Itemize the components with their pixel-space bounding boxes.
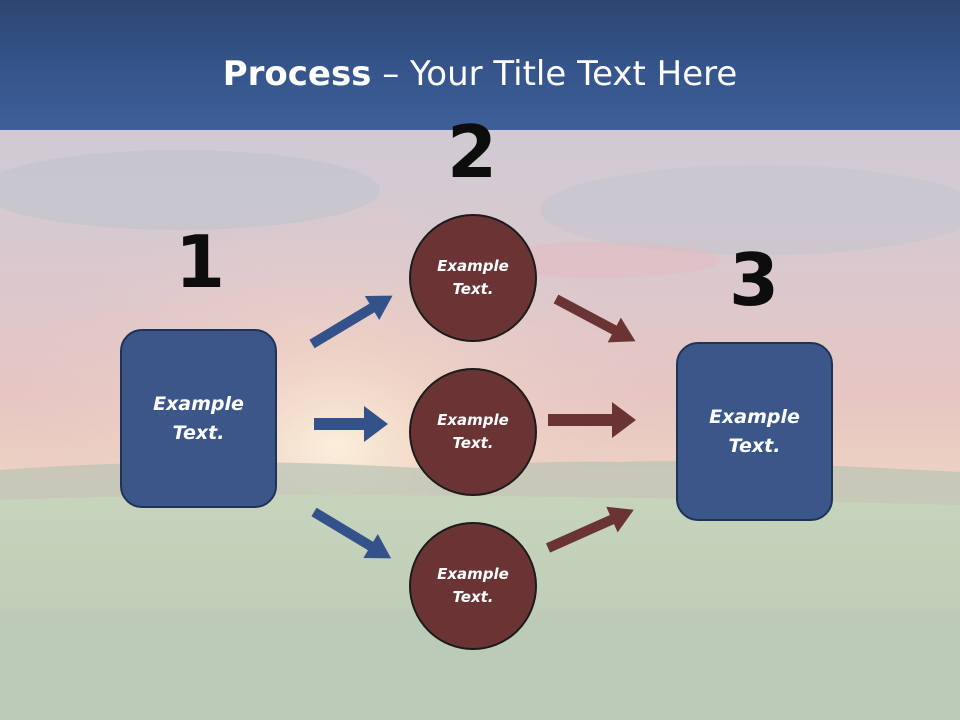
slide-title-rest: – Your Title Text Here bbox=[371, 54, 738, 94]
step-1-box[interactable]: Example Text. bbox=[120, 329, 277, 508]
arrow-middle-to-3 bbox=[548, 402, 636, 438]
circle-bottom-text: Example Text. bbox=[437, 565, 509, 606]
step-number-3: 3 bbox=[728, 238, 780, 322]
step-2-circle-bottom[interactable]: Example Text. bbox=[409, 522, 537, 650]
arrow-top-to-3 bbox=[553, 294, 636, 343]
slide-title-bold: Process bbox=[222, 54, 372, 94]
circle-top-text: Example Text. bbox=[437, 257, 509, 298]
circle-middle-text: Example Text. bbox=[437, 411, 509, 452]
arrow-1-to-bottom bbox=[311, 507, 392, 559]
step-2-circle-top[interactable]: Example Text. bbox=[409, 214, 537, 342]
step-2-circle-middle[interactable]: Example Text. bbox=[409, 368, 537, 496]
arrow-1-to-top bbox=[309, 295, 393, 349]
step-number-2: 2 bbox=[446, 110, 498, 194]
step-number-1: 1 bbox=[174, 220, 226, 304]
slide-title[interactable]: Process – Your Title Text Here bbox=[0, 52, 960, 96]
step-3-box[interactable]: Example Text. bbox=[676, 342, 833, 521]
arrow-bottom-to-3 bbox=[545, 506, 634, 553]
step-1-text: Example Text. bbox=[153, 392, 244, 444]
step-3-text: Example Text. bbox=[709, 405, 800, 457]
arrow-1-to-middle bbox=[314, 406, 388, 442]
title-header-band bbox=[0, 0, 960, 130]
